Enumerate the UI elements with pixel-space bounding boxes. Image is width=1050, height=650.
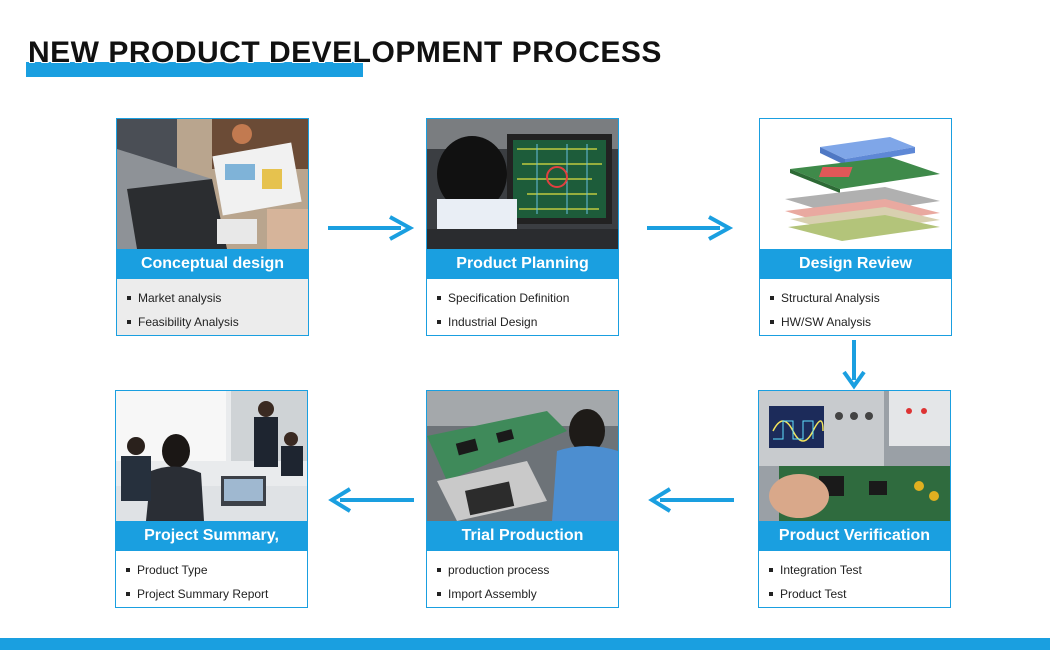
step-title: Trial Production <box>427 521 618 551</box>
bullet-icon <box>126 567 130 572</box>
step-items-list: Structural Analysis HW/SW Analysis <box>770 288 945 335</box>
step-items-list: Product Type Project Summary Report <box>126 560 301 607</box>
list-item-text: Feasibility Analysis <box>138 315 239 329</box>
step-items-list: Market analysis Feasibility Analysis <box>127 288 302 335</box>
list-item-text: Product Type <box>137 563 208 577</box>
list-item: Specification Definition <box>437 288 612 312</box>
list-item-text: production process <box>448 563 550 577</box>
business-meeting-laptop-image <box>117 119 308 249</box>
step-card-design-review: Design Review Structural Analysis HW/SW … <box>759 118 952 336</box>
step-card-project-summary: Project Summary, Product Type Project Su… <box>115 390 308 608</box>
list-item-text: Integration Test <box>780 563 862 577</box>
team-presentation-image <box>116 391 307 521</box>
list-item: Product Test <box>769 584 944 607</box>
exploded-device-layers-image <box>760 119 951 249</box>
step-title: Product Verification <box>759 521 950 551</box>
list-item-text: Market analysis <box>138 291 222 305</box>
bullet-icon <box>770 295 774 300</box>
list-item: HW/SW Analysis <box>770 312 945 335</box>
bullet-icon <box>437 591 441 596</box>
step-title: Product Planning <box>427 249 618 279</box>
bullet-icon <box>127 319 131 324</box>
step-title: Project Summary, <box>116 521 307 551</box>
engineer-pcb-monitor-image <box>427 119 618 249</box>
list-item: Feasibility Analysis <box>127 312 302 335</box>
list-item-text: Industrial Design <box>448 315 538 329</box>
list-item: production process <box>437 560 612 584</box>
list-item-text: Project Summary Report <box>137 587 269 601</box>
list-item-text: HW/SW Analysis <box>781 315 872 329</box>
list-item: Structural Analysis <box>770 288 945 312</box>
step-card-product-verification: Product Verification Integration Test Pr… <box>758 390 951 608</box>
step-card-product-planning: Product Planning Specification Definitio… <box>426 118 619 336</box>
list-item-text: Import Assembly <box>448 587 537 601</box>
footer-bar <box>0 638 1050 650</box>
list-item: Product Type <box>126 560 301 584</box>
list-item-text: Structural Analysis <box>781 291 880 305</box>
step-title: Conceptual design <box>117 249 308 279</box>
arrow-right-icon <box>647 215 734 241</box>
oscilloscope-circuit-test-image <box>759 391 950 521</box>
arrow-left-icon <box>648 487 734 513</box>
list-item: Import Assembly <box>437 584 612 607</box>
step-items-list: Specification Definition Industrial Desi… <box>437 288 612 335</box>
page-title: NEW PRODUCT DEVELOPMENT PROCESS <box>28 36 662 69</box>
list-item: Project Summary Report <box>126 584 301 607</box>
list-item: Market analysis <box>127 288 302 312</box>
assembly-line-worker-image <box>427 391 618 521</box>
bullet-icon <box>770 319 774 324</box>
arrow-left-icon <box>328 487 414 513</box>
step-title: Design Review <box>760 249 951 279</box>
bullet-icon <box>437 567 441 572</box>
step-items-list: Integration Test Product Test <box>769 560 944 607</box>
list-item-text: Product Test <box>780 587 847 601</box>
step-card-trial-production: Trial Production production process Impo… <box>426 390 619 608</box>
step-card-conceptual-design: Conceptual design Market analysis Feasib… <box>116 118 309 336</box>
list-item-text: Specification Definition <box>448 291 570 305</box>
step-body-background <box>117 279 308 335</box>
title-underline-bar <box>26 62 363 77</box>
arrow-right-icon <box>328 215 415 241</box>
step-items-list: production process Import Assembly <box>437 560 612 607</box>
bullet-icon <box>126 591 130 596</box>
bullet-icon <box>437 295 441 300</box>
list-item: Integration Test <box>769 560 944 584</box>
arrow-down-icon <box>842 340 866 390</box>
list-item: Industrial Design <box>437 312 612 335</box>
bullet-icon <box>769 567 773 572</box>
bullet-icon <box>127 295 131 300</box>
bullet-icon <box>769 591 773 596</box>
bullet-icon <box>437 319 441 324</box>
